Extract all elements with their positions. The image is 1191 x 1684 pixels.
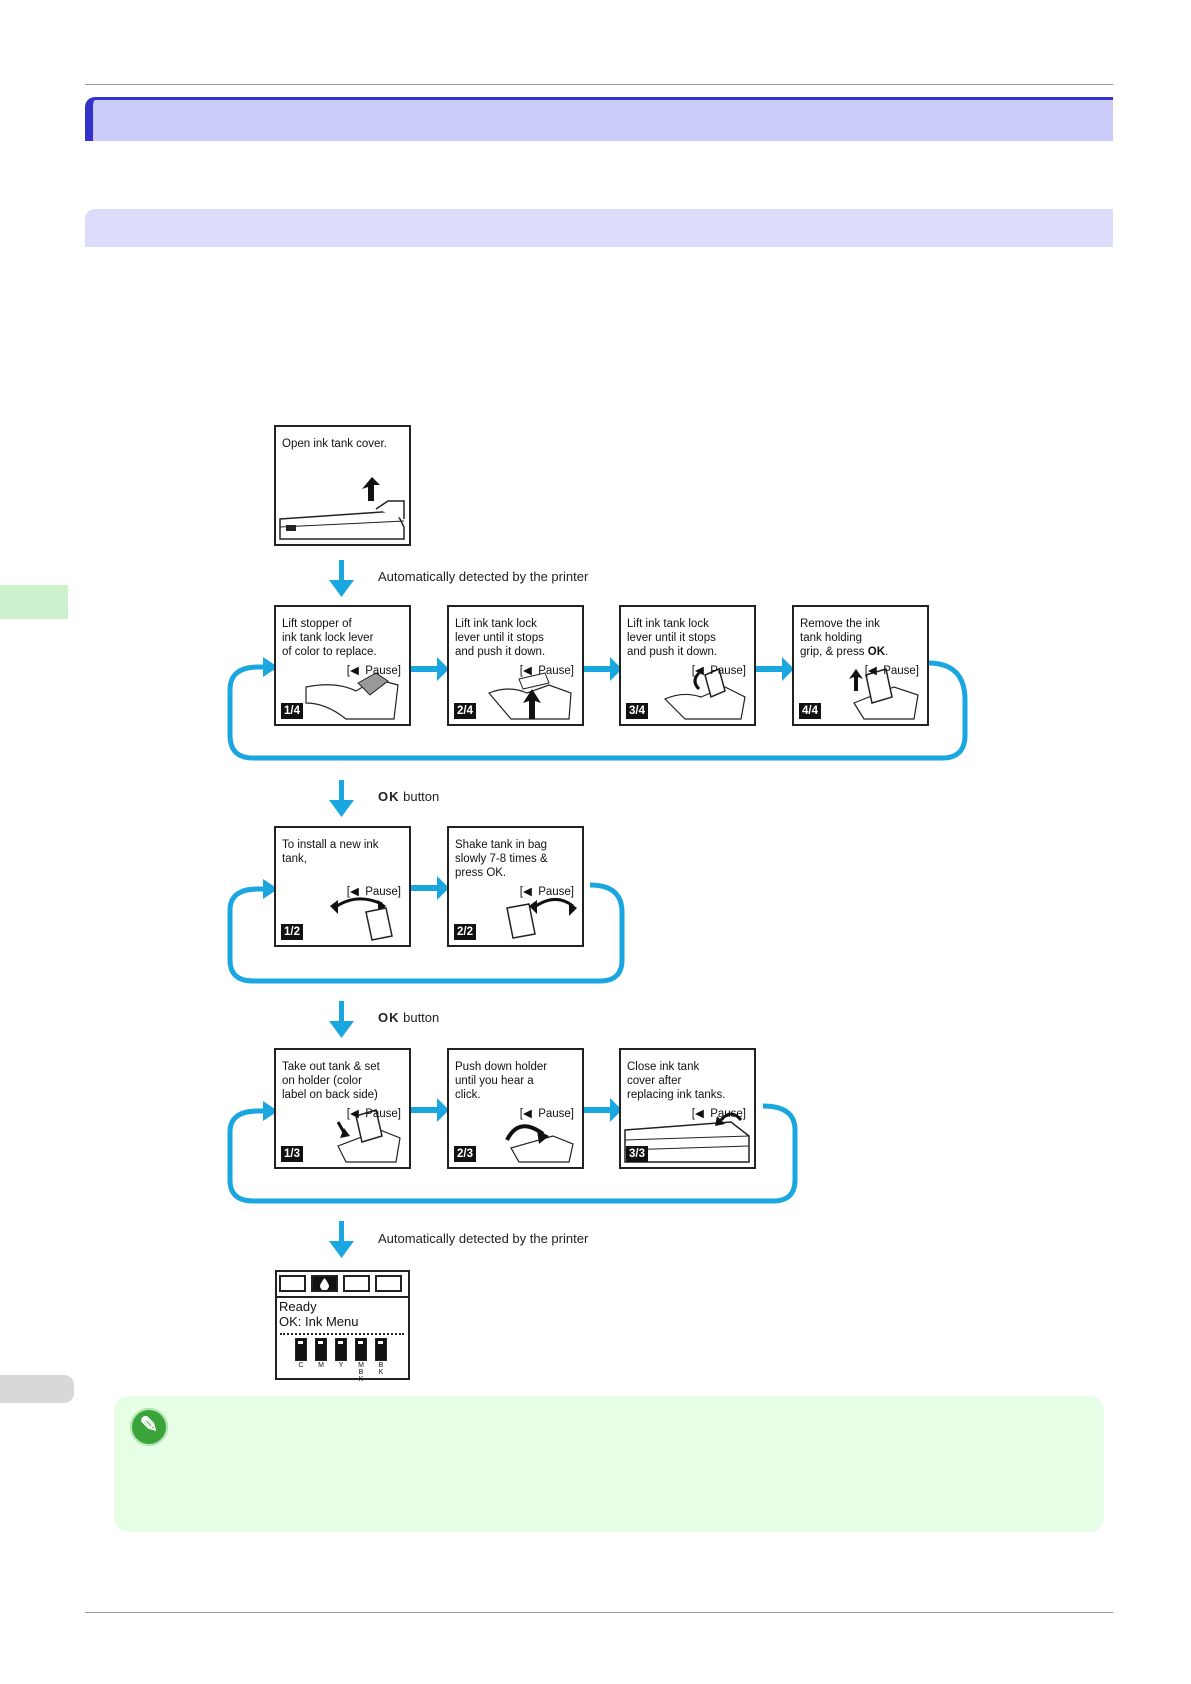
display-tabs xyxy=(277,1272,408,1298)
panel-step-1-3: Take out tank & set on holder (color lab… xyxy=(274,1048,411,1169)
panel-text: Lift stopper of ink tank lock lever of c… xyxy=(282,618,377,658)
printer-illustration xyxy=(279,477,405,540)
set-tank-illustration xyxy=(336,1109,401,1163)
swing-tank-illustration xyxy=(330,897,393,941)
panel-text: Lift ink tank lock lever until it stops … xyxy=(627,618,718,658)
panel-text: Take out tank & set on holder (color lab… xyxy=(282,1061,380,1101)
subsection-heading-bar xyxy=(85,209,1113,247)
hand-lever-illustration xyxy=(305,672,399,720)
pause-label: [◀ Pause] xyxy=(346,886,401,898)
header-rule xyxy=(85,84,1113,85)
footer-rule xyxy=(85,1612,1113,1613)
step-badge: 3/3 xyxy=(626,1146,648,1162)
step-badge: 3/4 xyxy=(626,703,648,719)
panel-text: Close ink tank cover after replacing ink… xyxy=(627,1061,726,1101)
pencil-note-icon: ✎ xyxy=(130,1408,168,1446)
pause-label: [◀ Pause] xyxy=(346,1108,401,1120)
lift-lever-illustration xyxy=(488,672,572,720)
connector-label-1: Automatically detected by the printer xyxy=(378,569,589,584)
panel-text: Remove the ink tank holding grip, & pres… xyxy=(800,618,889,658)
connector-label-3: OK button xyxy=(378,1010,440,1025)
close-cover-illustration xyxy=(624,1112,750,1163)
step-badge: 1/4 xyxy=(281,703,303,719)
pause-label: [◀ Pause] xyxy=(864,665,919,677)
panel-text: Lift ink tank lock lever until it stops … xyxy=(455,618,546,658)
arrow-down-icon xyxy=(329,560,354,1258)
panel-step-2-2: Shake tank in bag slowly 7-8 times & pre… xyxy=(447,826,584,947)
step-badge: 2/4 xyxy=(454,703,476,719)
panel-text: Shake tank in bag slowly 7-8 times & pre… xyxy=(455,839,548,879)
arrow-right-icon xyxy=(411,657,794,1122)
panel-text: Open ink tank cover. xyxy=(282,438,387,450)
ink-slot-bk xyxy=(375,1338,387,1361)
step-badge: 2/2 xyxy=(454,924,476,940)
ink-slot-m xyxy=(315,1338,327,1361)
pause-label: [◀ Pause] xyxy=(519,665,574,677)
display-menu-line: OK: Ink Menu xyxy=(279,1314,359,1329)
ink-slot-mbk xyxy=(355,1338,367,1361)
section-heading-bar xyxy=(85,97,1113,141)
settings-tab-icon xyxy=(343,1275,370,1292)
panel-step-3-3: Close ink tank cover after replacing ink… xyxy=(619,1048,756,1169)
panel-step-3-4: Lift ink tank lock lever until it stops … xyxy=(619,605,756,726)
step-badge: 1/3 xyxy=(281,1146,303,1162)
panel-text: To install a new ink tank, xyxy=(282,839,379,865)
adjust-tab-icon xyxy=(375,1275,402,1292)
page-number-tab xyxy=(0,1375,74,1403)
panel-open-cover: Open ink tank cover. xyxy=(274,425,411,546)
remove-tank-illustration xyxy=(849,668,919,720)
display-separator xyxy=(280,1333,404,1335)
push-lever-illustration xyxy=(663,667,746,720)
panel-step-1-4: Lift stopper of ink tank lock lever of c… xyxy=(274,605,411,726)
connector-label-4: Automatically detected by the printer xyxy=(378,1231,589,1246)
ink-label: B K xyxy=(378,1362,384,1376)
panel-step-2-3: Push down holder until you hear a click.… xyxy=(447,1048,584,1169)
ink-label: M xyxy=(318,1362,324,1369)
ink-slot-c xyxy=(295,1338,307,1361)
pause-label: [◀ Pause] xyxy=(519,886,574,898)
push-holder-illustration xyxy=(505,1124,574,1163)
step-badge: 1/2 xyxy=(281,924,303,940)
chapter-side-tab[interactable] xyxy=(0,585,68,619)
ink-label: M B K xyxy=(358,1362,364,1383)
printer-display-ready: Ready OK: Ink Menu C M Y M B K B K xyxy=(275,1270,410,1383)
pause-label: [◀ Pause] xyxy=(519,1108,574,1120)
connector-label-2: OK button xyxy=(378,789,440,804)
ink-label: C xyxy=(298,1362,304,1369)
panel-step-4-4: Remove the ink tank holding grip, & pres… xyxy=(792,605,929,726)
ink-tab-icon xyxy=(311,1275,338,1292)
step-badge: 2/3 xyxy=(454,1146,476,1162)
ink-label: Y xyxy=(338,1362,344,1369)
loop-arrow-icon xyxy=(227,660,968,1204)
note-box xyxy=(114,1396,1104,1532)
ink-slot-y xyxy=(335,1338,347,1361)
panel-text: Push down holder until you hear a click. xyxy=(455,1061,548,1101)
pause-label: [◀ Pause] xyxy=(691,1108,746,1120)
panel-step-1-2: To install a new ink tank, [◀ Pause] 1/2 xyxy=(274,826,411,947)
paper-tab-icon xyxy=(279,1275,306,1292)
display-status-line: Ready xyxy=(279,1299,317,1314)
shake-tank-illustration xyxy=(506,898,577,939)
pause-label: [◀ Pause] xyxy=(346,665,401,677)
step-badge: 4/4 xyxy=(799,703,821,719)
panel-step-2-4: Lift ink tank lock lever until it stops … xyxy=(447,605,584,726)
pause-label: [◀ Pause] xyxy=(691,665,746,677)
